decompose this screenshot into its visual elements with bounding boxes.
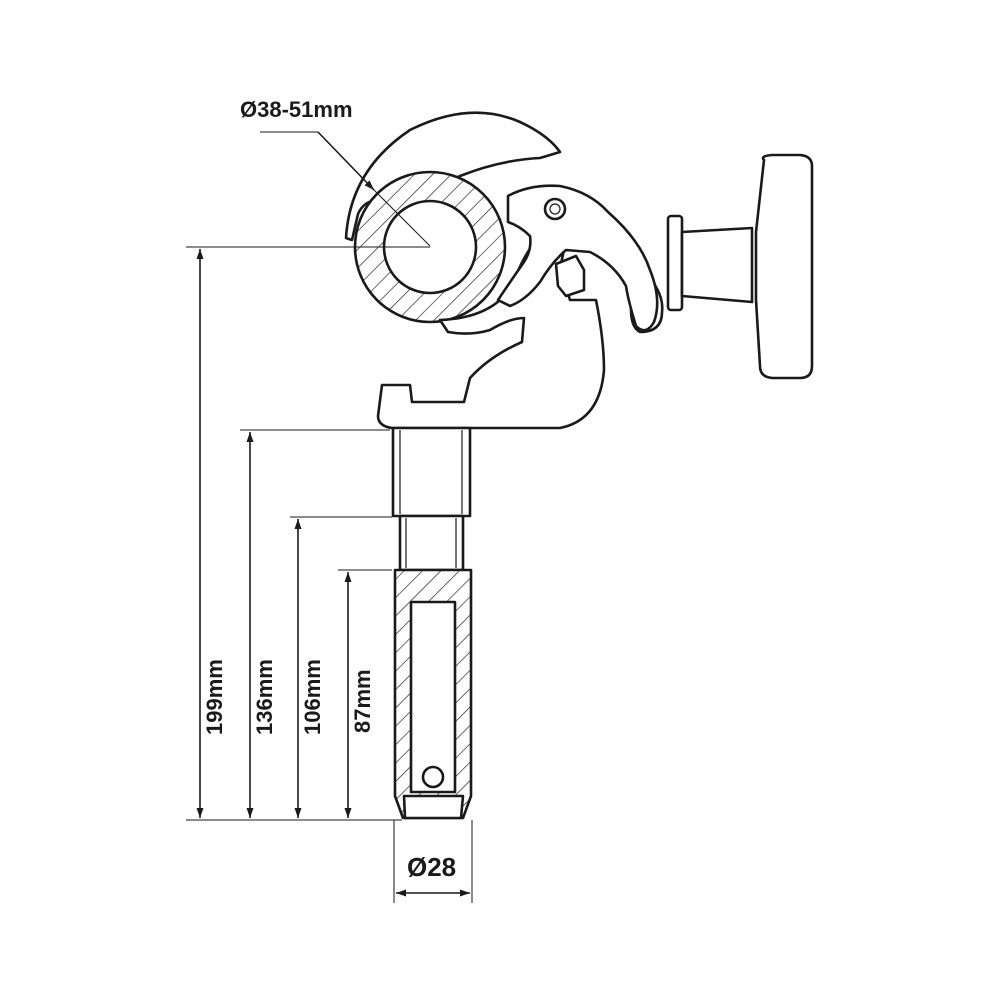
- dimension-spigot: 136mm: [246, 432, 277, 818]
- clamp-diameter-label: Ø38-51mm: [240, 97, 353, 122]
- dimension-lower: 106mm: [294, 519, 325, 818]
- clamp-body: [376, 220, 664, 430]
- dim-lower-label: 106mm: [300, 659, 325, 735]
- clamp-lever: [496, 184, 659, 332]
- spigot: [391, 426, 473, 820]
- dim-total-label: 199mm: [202, 659, 227, 735]
- dimension-total: 199mm: [196, 249, 227, 818]
- dim-spigot-label: 136mm: [252, 659, 277, 735]
- clamp-diameter-callout: Ø38-51mm: [240, 97, 431, 247]
- tightening-knob: [666, 153, 814, 380]
- extension-lines: [186, 246, 473, 903]
- dim-pin-label: 87mm: [350, 669, 375, 733]
- dimension-pin: 87mm: [344, 572, 375, 818]
- dimension-spigot-diameter: Ø28: [396, 852, 470, 897]
- spigot-diameter-label: Ø28: [407, 852, 456, 882]
